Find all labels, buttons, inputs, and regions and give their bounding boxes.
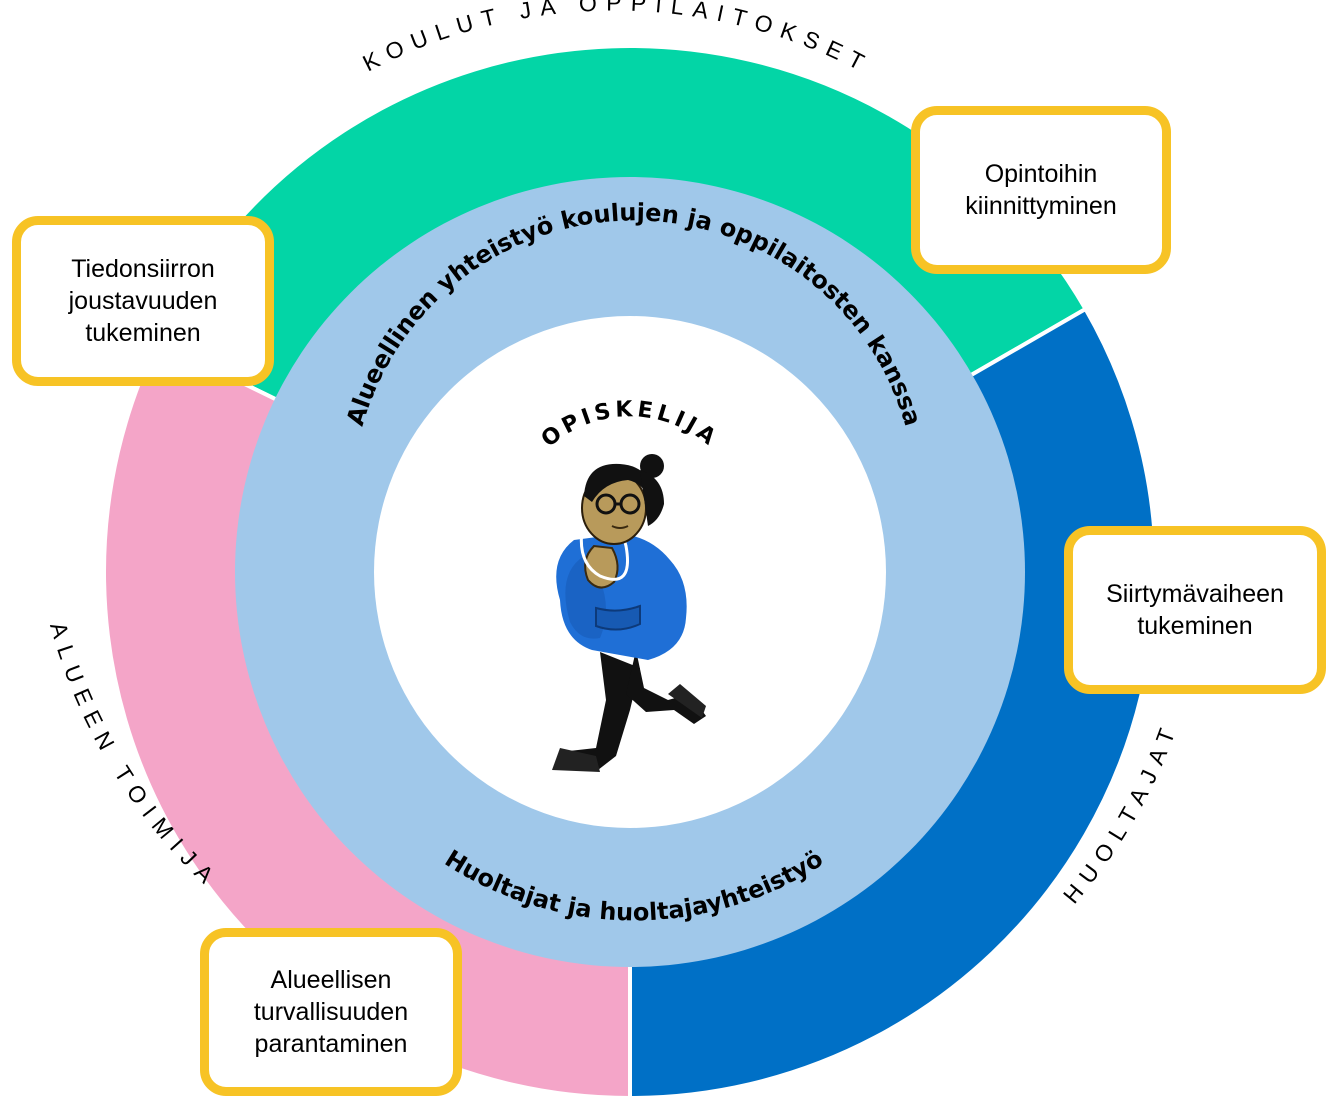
callout-regional-safety: Alueellisen turvallisuuden parantaminen [200, 928, 462, 1096]
callout-study-engagement: Opintoihin kiinnittyminen [911, 106, 1171, 274]
callout-data-transfer-text: Tiedonsiirron joustavuuden tukeminen [68, 255, 218, 347]
callout-study-engagement-text: Opintoihin kiinnittyminen [965, 160, 1117, 220]
callout-transition-support: Siirtymävaiheen tukeminen [1064, 526, 1326, 694]
callout-transition-support-text: Siirtymävaiheen tukeminen [1106, 580, 1284, 640]
student-illustration-icon [552, 454, 706, 772]
callout-regional-safety-text: Alueellisen turvallisuuden parantaminen [253, 966, 409, 1058]
callout-data-transfer: Tiedonsiirron joustavuuden tukeminen [12, 216, 274, 386]
